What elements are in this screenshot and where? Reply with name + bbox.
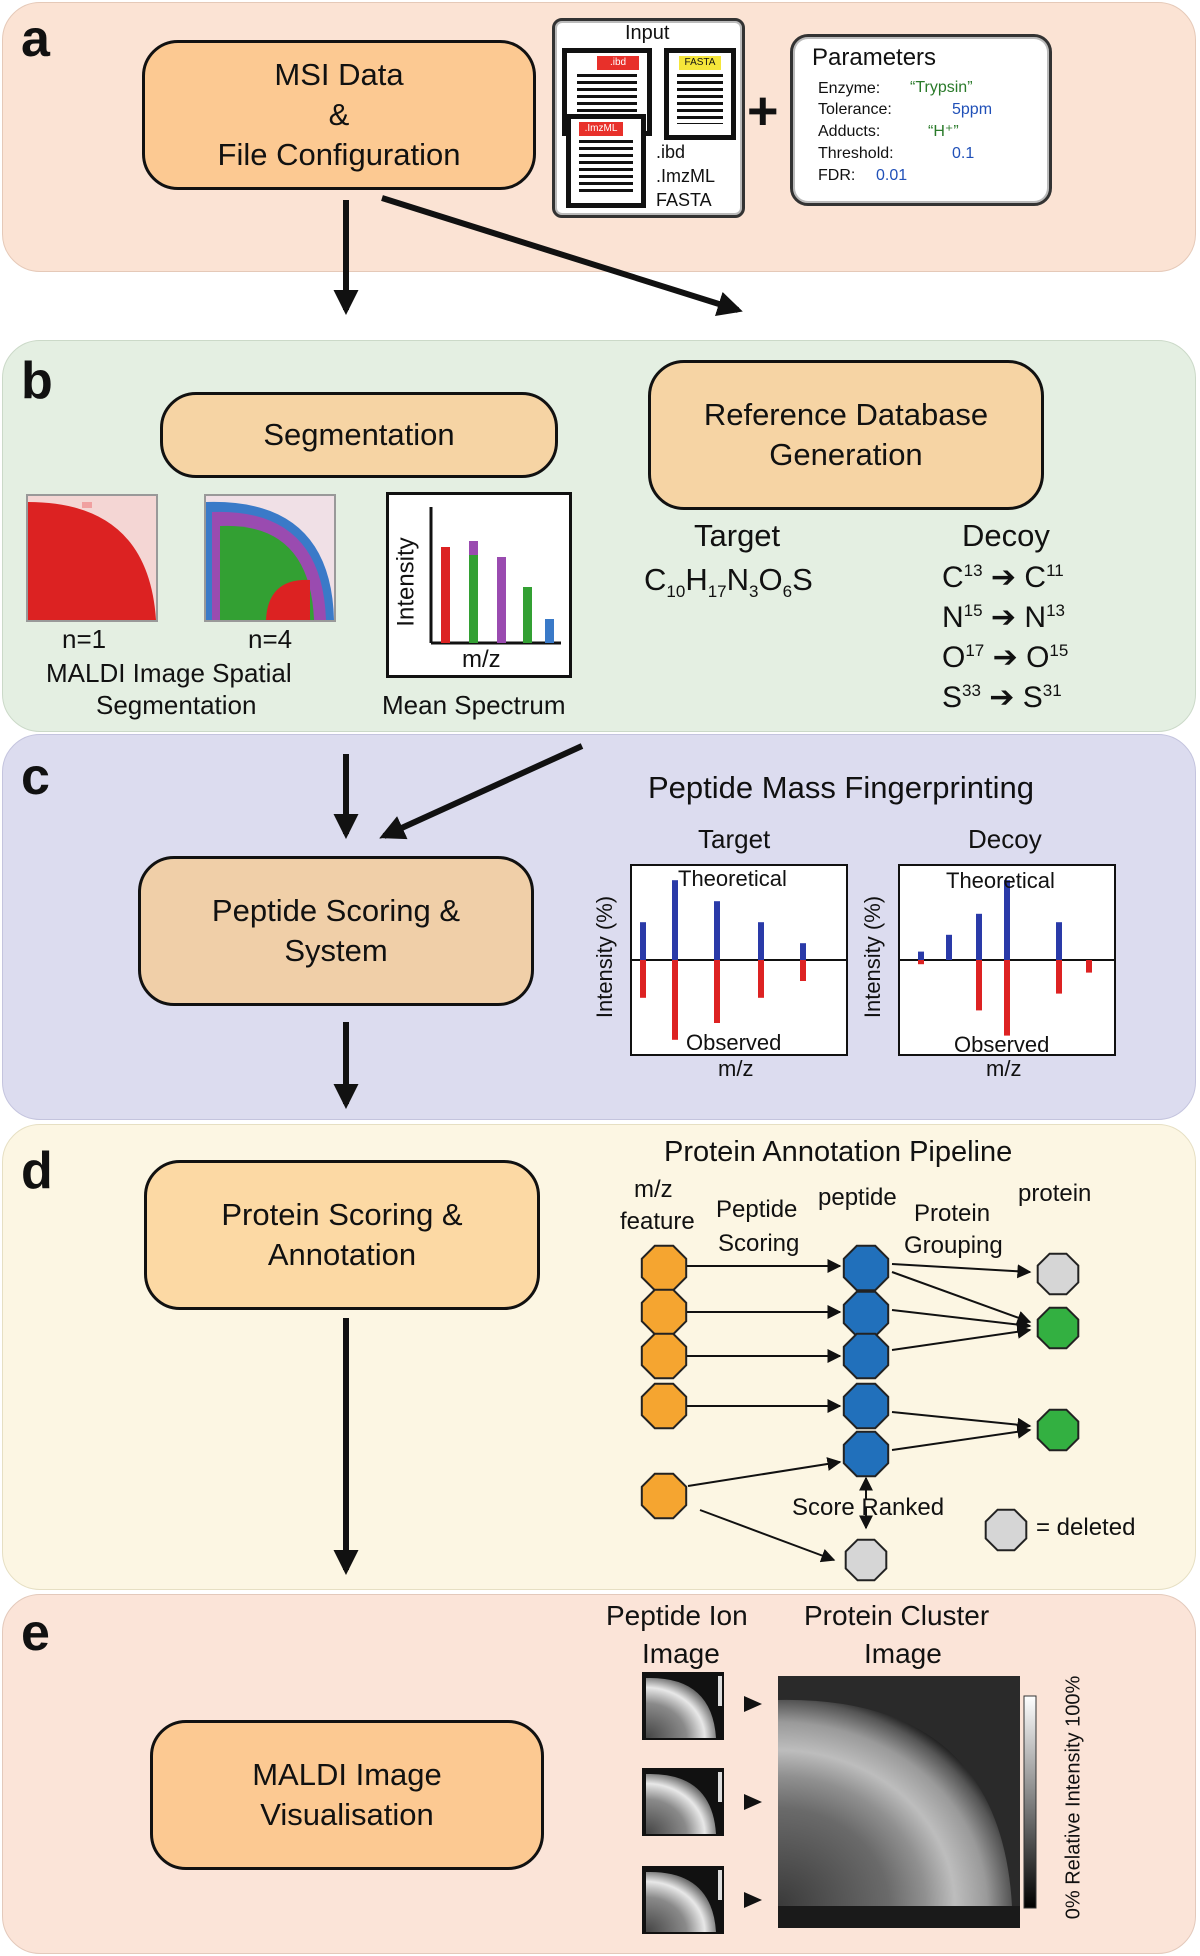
param-key-fdr: FDR:	[818, 167, 856, 184]
col-grouping-line2: Grouping	[904, 1232, 1003, 1259]
panel-letter-a: a	[21, 10, 50, 68]
param-key-threshold: Threshold:	[818, 145, 894, 162]
decoy-swap-nitrogen: N15 ➔ N13	[942, 601, 1065, 634]
peptide-scoring-step: Peptide Scoring & System	[138, 856, 534, 1006]
col-scoring-line1: Peptide	[716, 1196, 798, 1223]
pmf-target-xlabel: m/z	[718, 1056, 754, 1081]
maldi-image-n1	[26, 494, 158, 622]
param-key-enzyme: Enzyme:	[818, 80, 881, 97]
mean-spectrum-caption: Mean Spectrum	[382, 690, 566, 720]
msi-step-line1: MSI Data	[274, 56, 404, 92]
msi-step-line2: &	[328, 96, 350, 132]
decoy-label: Decoy	[962, 518, 1050, 553]
col-scoring-line2: Scoring	[718, 1230, 800, 1257]
cluster-image-label-line1: Protein Cluster	[804, 1600, 990, 1631]
panel-letter-b: b	[21, 352, 53, 410]
reference-line1: Reference Database	[703, 396, 989, 432]
file-imzml: .ImzML	[656, 166, 716, 186]
mean-spectrum-plot	[386, 492, 572, 678]
col-grouping-line1: Protein	[914, 1200, 991, 1227]
deleted-legend-label: = deleted	[1036, 1514, 1136, 1541]
plus-sign: +	[747, 81, 779, 141]
panel-letter-e: e	[21, 1604, 50, 1662]
param-value-adducts: “H⁺”	[928, 123, 959, 140]
msi-data-step: MSI Data & File Configuration	[142, 40, 536, 190]
pmf-target-bottom-label: Observed	[686, 1030, 782, 1055]
seg-caption-line2: Segmentation	[96, 690, 257, 720]
maldi-n4-shape	[206, 501, 334, 620]
decoy-swap-oxygen: O17 ➔ O15	[942, 641, 1069, 674]
target-formula: C10H17N3O6S	[644, 562, 813, 602]
fasta-doc-tag: FASTA	[679, 56, 721, 70]
file-fasta: FASTA	[656, 190, 712, 210]
peptide-step-line2: System	[284, 933, 388, 968]
peptide-image-label-line2: Image	[642, 1638, 720, 1669]
param-value-tolerance: 5ppm	[952, 101, 993, 118]
pmf-decoy-label: Decoy	[968, 824, 1042, 854]
ibd-doc-tag: .ibd	[597, 56, 639, 70]
param-key-adducts: Adducts:	[818, 123, 881, 140]
seg-caption-line1: MALDI Image Spatial	[46, 658, 292, 688]
pipeline-title: Protein Annotation Pipeline	[664, 1136, 1013, 1168]
decoy-swap-carbon: C13 ➔ C11	[942, 561, 1064, 594]
pmf-decoy-ylabel: Intensity (%)	[860, 895, 886, 1019]
msi-step-line3: File Configuration	[217, 137, 461, 173]
maldi-n1-shape	[28, 502, 156, 620]
colorbar-label: 0% Relative Intensity 100%	[1062, 1675, 1085, 1920]
visualisation-line2: Visualisation	[260, 1797, 434, 1832]
parameters-box	[790, 34, 1052, 206]
score-ranked-label: Score Ranked	[792, 1494, 945, 1521]
param-value-enzyme: “Trypsin”	[910, 79, 973, 96]
param-value-fdr: 0.01	[876, 167, 908, 184]
imzml-document-icon: .ImzML	[566, 114, 646, 208]
visualisation-line1: MALDI Image	[252, 1756, 442, 1792]
pmf-title: Peptide Mass Fingerprinting	[648, 770, 1034, 805]
segmentation-step: Segmentation	[160, 392, 558, 478]
segmentation-label: Segmentation	[263, 416, 455, 452]
mean-spectrum-ylabel: Intensity	[392, 537, 420, 627]
n4-label: n=4	[248, 624, 293, 654]
maldi-image-n4	[204, 494, 336, 622]
cluster-image-label-line2: Image	[864, 1638, 942, 1669]
maldi-visualisation-step: MALDI Image Visualisation	[150, 1720, 544, 1870]
pmf-decoy-top-label: Theoretical	[946, 868, 1055, 893]
peptide-step-line1: Peptide Scoring &	[211, 892, 461, 928]
imzml-doc-tag: .ImzML	[579, 122, 623, 136]
protein-step-line2: Annotation	[267, 1237, 417, 1272]
pmf-target-frame	[630, 864, 848, 1056]
col-peptide: peptide	[818, 1184, 897, 1211]
param-value-threshold: 0.1	[952, 145, 975, 162]
fasta-document-icon: FASTA	[664, 48, 736, 140]
param-key-tolerance: Tolerance:	[818, 101, 892, 118]
pmf-decoy-bottom-label: Observed	[954, 1032, 1050, 1057]
parameters-title: Parameters	[812, 44, 937, 71]
protein-scoring-step: Protein Scoring & Annotation	[144, 1160, 540, 1310]
reference-line2: Generation	[769, 437, 923, 472]
target-label: Target	[694, 518, 781, 553]
n1-label: n=1	[62, 624, 107, 654]
pmf-decoy-xlabel: m/z	[986, 1056, 1022, 1081]
col-mz-line2: feature	[620, 1208, 695, 1235]
pmf-target-label: Target	[698, 824, 771, 854]
col-mz-line1: m/z	[634, 1176, 673, 1203]
file-ibd: .ibd	[656, 142, 686, 162]
peptide-image-label-line1: Peptide Ion	[606, 1600, 748, 1631]
panel-letter-c: c	[21, 748, 50, 806]
pmf-target-top-label: Theoretical	[678, 866, 787, 891]
input-title: Input	[625, 22, 670, 44]
pmf-target-ylabel: Intensity (%)	[592, 895, 618, 1019]
col-protein: protein	[1018, 1180, 1092, 1207]
mean-spectrum-xlabel: m/z	[462, 646, 501, 673]
decoy-swap-sulfur: S33 ➔ S31	[942, 681, 1062, 714]
reference-db-step: Reference Database Generation	[648, 360, 1044, 510]
mean-spectrum-bars	[429, 507, 561, 645]
protein-step-line1: Protein Scoring &	[221, 1196, 463, 1232]
panel-letter-d: d	[21, 1142, 53, 1200]
